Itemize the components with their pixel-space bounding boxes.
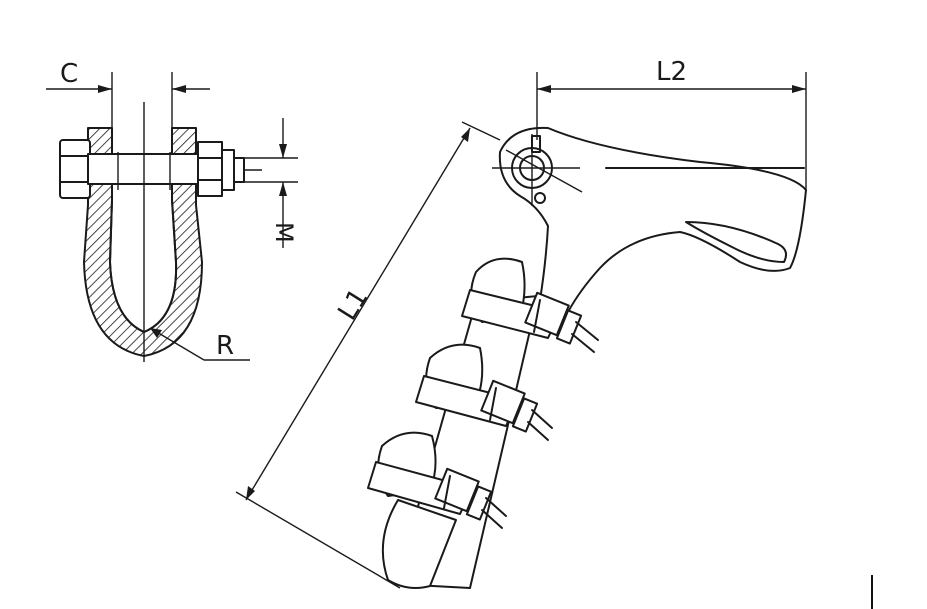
dimension-m <box>244 118 298 248</box>
keeper-2 <box>415 343 553 441</box>
label-m: M <box>270 222 298 243</box>
dimension-l2 <box>536 72 807 190</box>
label-l2: L2 <box>656 57 687 87</box>
clamp-body-tip <box>381 499 457 589</box>
label-c: C <box>60 59 78 89</box>
text-cursor-mark <box>871 575 873 609</box>
bolt-nut <box>197 141 223 197</box>
keeper-1 <box>461 257 599 353</box>
handle-slot <box>685 221 787 263</box>
keeper-3 <box>367 431 507 529</box>
clamp-handle <box>498 126 807 313</box>
dimension-r <box>149 327 250 361</box>
label-r: R <box>216 331 234 361</box>
section-view <box>46 72 298 362</box>
bolt-thread-end <box>221 149 235 191</box>
bolt-head <box>59 139 91 199</box>
side-view <box>235 72 807 589</box>
dimension-c <box>46 72 210 132</box>
dimension-l1 <box>235 121 501 589</box>
label-l1: L1 <box>332 283 374 325</box>
